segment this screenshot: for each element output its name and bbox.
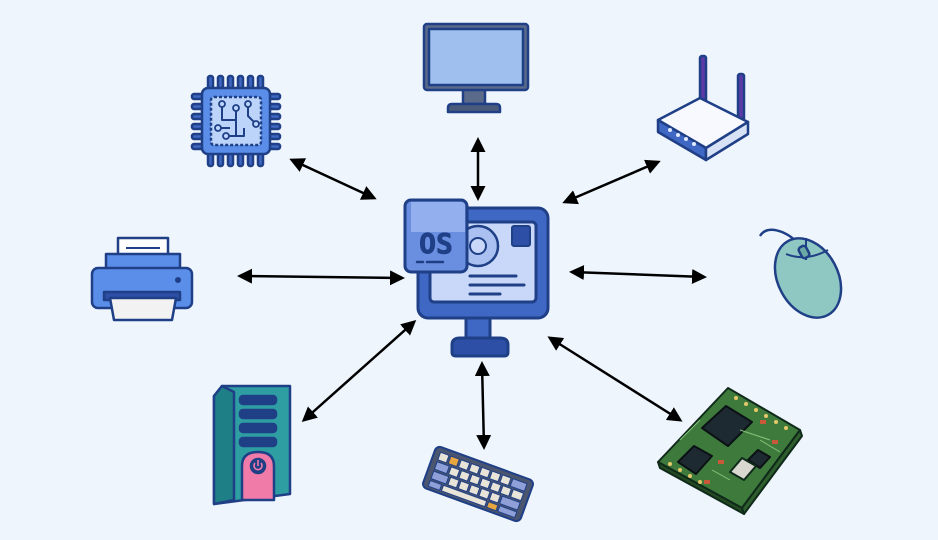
arrow-circuit-board [547, 336, 683, 422]
desktop-tower-icon [212, 384, 292, 506]
os-computer-icon: OS [403, 198, 550, 358]
wifi-router-icon [656, 54, 750, 162]
mouse-icon [758, 228, 843, 319]
arrow-cpu [289, 158, 377, 200]
arrow-router [562, 159, 661, 205]
printer-icon [90, 236, 194, 322]
arrow-keyboard [474, 361, 492, 450]
arrow-printer [237, 268, 405, 286]
monitor-icon [422, 22, 530, 114]
circuit-board-icon [657, 387, 803, 515]
keyboard-icon [422, 445, 534, 523]
connection-arrows [237, 137, 707, 450]
arrow-mouse [569, 264, 707, 285]
os-label: OS [419, 227, 453, 260]
cpu-chip-icon [190, 74, 282, 168]
arrow-tower [301, 320, 417, 422]
